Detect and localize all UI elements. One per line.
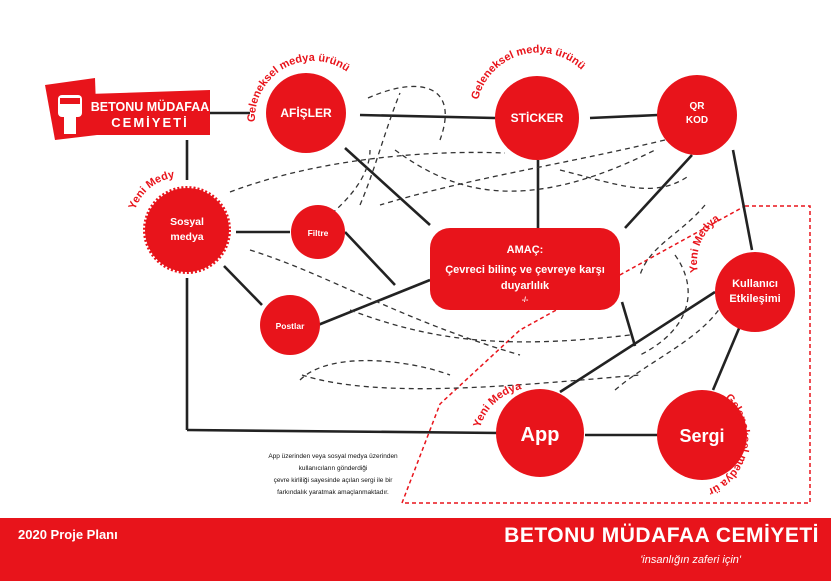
- note-line4: farkındalık yaratmak amaçlanmaktadır.: [277, 489, 389, 496]
- node-amac: AMAÇ: Çevreci bilinç ve çevreye karşı du…: [430, 228, 620, 310]
- brand-logo: BETONU MÜDAFAA CEMİYETİ: [45, 78, 210, 140]
- node-kullanici-line2: Etkileşimi: [729, 293, 780, 305]
- solid-connectors: [185, 111, 754, 437]
- node-filtre: Filtre: [291, 205, 345, 259]
- node-amac-line2: duyarlılık: [501, 280, 550, 292]
- node-sosyal-line1: Sosyal: [170, 216, 204, 228]
- footer-brand-name: BETONU MÜDAFAA CEMİYETİ: [504, 524, 819, 547]
- node-postlar-label: Postlar: [276, 321, 306, 331]
- node-sergi: Sergi: [657, 390, 747, 480]
- raised-fist-icon: [45, 78, 97, 140]
- note-line3: çevre kirliliği sayesinde açılan sergi i…: [274, 477, 394, 484]
- footer-plan-label: 2020 Proje Planı: [18, 527, 118, 542]
- node-amac-mark: -/-: [522, 297, 529, 304]
- note-line2: kullanıcıların gönderdiği: [299, 465, 368, 472]
- dashed-frame: [400, 205, 811, 504]
- node-kullanici-line1: Kullanıcı: [732, 278, 778, 290]
- node-sticker: STİCKER: [495, 76, 579, 160]
- node-postlar: Postlar: [260, 295, 320, 355]
- note-line1: App üzerinden veya sosyal medya üzerinde…: [268, 453, 398, 460]
- node-app: App: [496, 389, 584, 477]
- logo-line1: BETONU MÜDAFAA: [91, 99, 210, 114]
- label-geleneksel-sergi: Geleneksel medya ürünü: [0, 0, 752, 498]
- explanation-note: App üzerinden veya sosyal medya üzerinde…: [268, 453, 398, 496]
- node-qr-kod: QR KOD: [657, 75, 737, 155]
- node-qr-line1: QR: [690, 101, 706, 112]
- logo-line2: CEMİYETİ: [111, 115, 188, 130]
- node-qr-line2: KOD: [686, 115, 708, 126]
- label-yeni-kullanici: Yeni Medya: [688, 212, 723, 273]
- node-afisler: AFİŞLER: [266, 73, 346, 153]
- node-sosyal-line2: medya: [170, 231, 203, 243]
- node-app-label: App: [521, 424, 560, 446]
- footer-bar: 2020 Proje Planı BETONU MÜDAFAA CEMİYETİ…: [0, 518, 831, 581]
- node-filtre-label: Filtre: [308, 228, 329, 238]
- node-sticker-label: STİCKER: [511, 110, 564, 125]
- node-sosyal-medya: Sosyal medya: [143, 186, 231, 274]
- node-kullanici-etkilesimi: Kullanıcı Etkileşimi: [715, 252, 795, 332]
- footer-tagline: 'insanlığın zaferi için': [640, 554, 741, 566]
- node-amac-line1: Çevreci bilinç ve çevreye karşı: [445, 264, 605, 276]
- node-amac-title: AMAÇ:: [507, 244, 544, 256]
- node-afisler-label: AFİŞLER: [280, 105, 332, 120]
- node-sergi-label: Sergi: [679, 426, 724, 446]
